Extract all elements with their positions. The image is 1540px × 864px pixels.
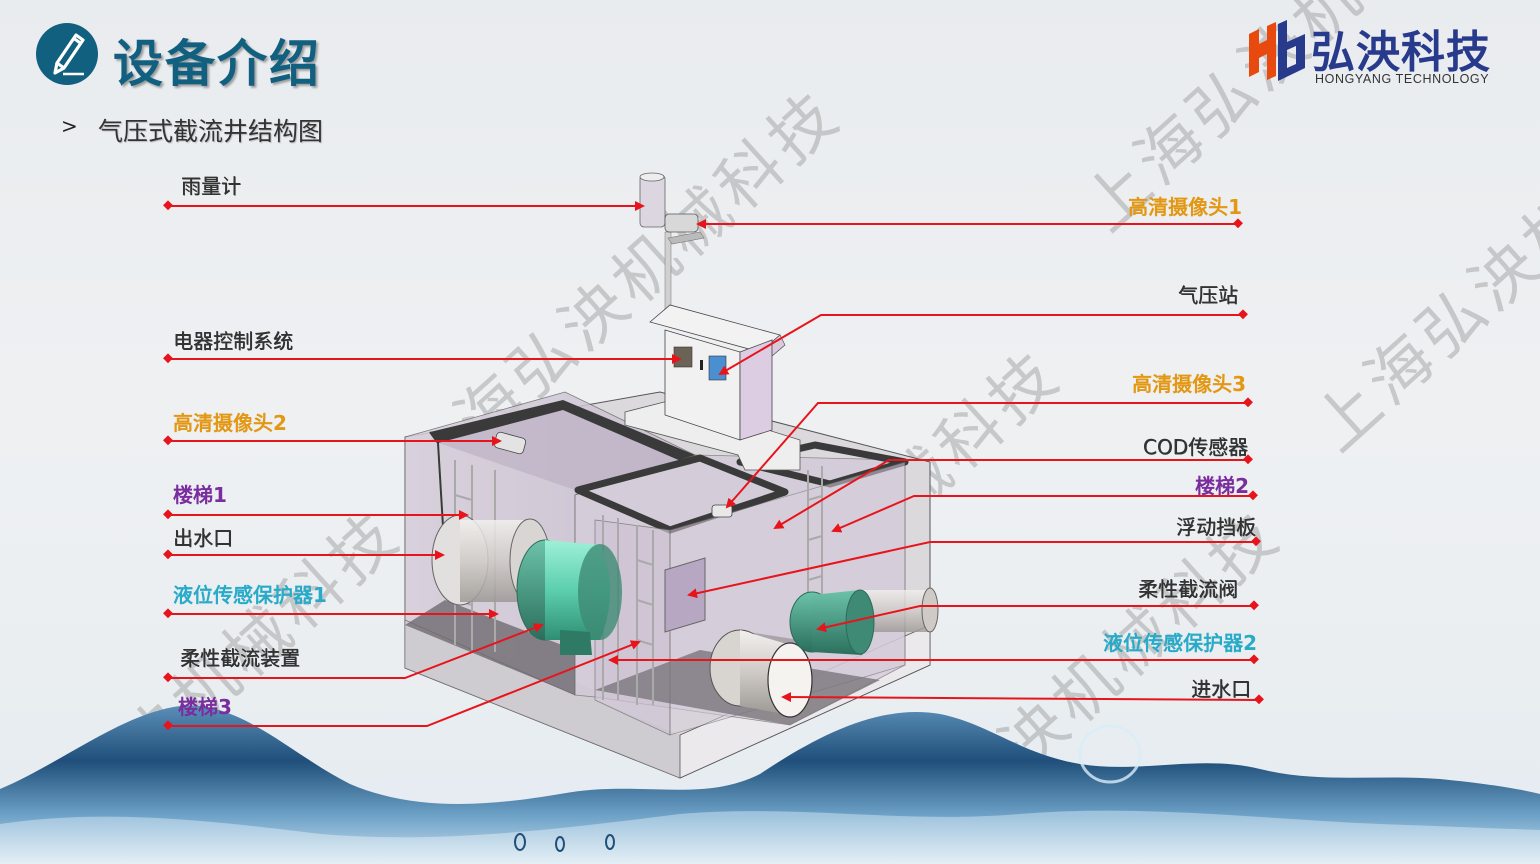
water-wave-decoration bbox=[0, 705, 1540, 864]
callout-water-outlet: 出水口 bbox=[173, 526, 233, 550]
logo-name-en: HONGYANG TECHNOLOGY bbox=[1315, 72, 1490, 86]
callout-ladder-1: 楼梯1 bbox=[173, 483, 227, 507]
callout-air-pressure-station: 气压站 bbox=[1178, 283, 1238, 307]
callout-level-sensor-protector-1: 液位传感保护器1 bbox=[173, 583, 327, 607]
chevron-right-icon: > bbox=[61, 114, 78, 138]
logo-mark-icon bbox=[1249, 20, 1305, 81]
callout-water-inlet: 进水口 bbox=[1191, 677, 1251, 701]
callout-flexible-interception-device: 柔性截流装置 bbox=[180, 646, 300, 670]
callout-floating-baffle: 浮动挡板 bbox=[1176, 515, 1256, 539]
callout-ladder-2: 楼梯2 bbox=[1195, 474, 1249, 498]
callout-hd-camera-2: 高清摄像头2 bbox=[173, 411, 287, 435]
page-title: 设备介绍 bbox=[113, 35, 321, 93]
callout-cod-sensor: COD传感器 bbox=[1142, 435, 1248, 459]
page-subtitle: 气压式截流井结构图 bbox=[98, 117, 324, 146]
callout-rain-gauge: 雨量计 bbox=[181, 174, 241, 198]
callout-ladder-3: 楼梯3 bbox=[178, 695, 232, 719]
callout-hd-camera-3: 高清摄像头3 bbox=[1132, 372, 1246, 396]
pencil-icon bbox=[36, 23, 98, 85]
callout-electrical-control-system: 电器控制系统 bbox=[173, 329, 293, 353]
callout-level-sensor-protector-2: 液位传感保护器2 bbox=[1103, 631, 1257, 655]
logo-name-cn: 弘泱科技 bbox=[1311, 27, 1491, 78]
company-logo: 弘泱科技 HONGYANG TECHNOLOGY bbox=[1247, 12, 1517, 87]
callout-flexible-interception-valve: 柔性截流阀 bbox=[1138, 577, 1238, 601]
callout-hd-camera-1: 高清摄像头1 bbox=[1128, 195, 1242, 219]
